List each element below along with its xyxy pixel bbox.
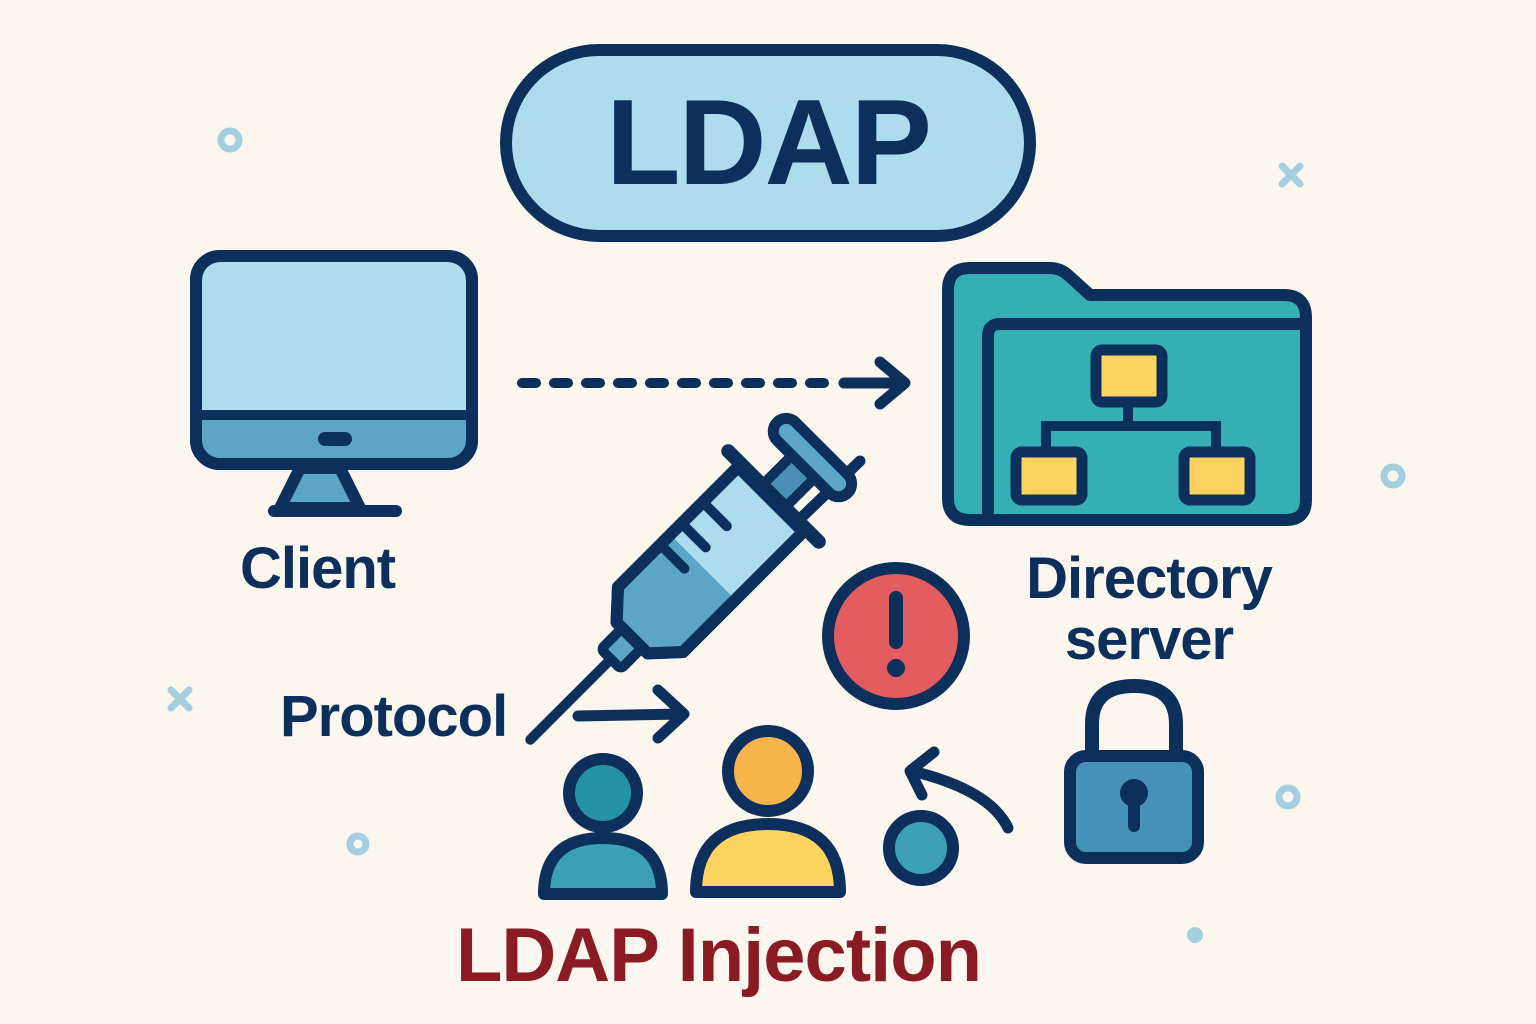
directory-server-label: Directory server bbox=[990, 548, 1308, 671]
folder-tree-icon bbox=[942, 262, 1312, 526]
directory-server-label-line1: Directory bbox=[1026, 546, 1273, 611]
protocol-arrow-icon bbox=[572, 684, 690, 744]
decor-cross-icon bbox=[167, 162, 1304, 712]
protocol-label: Protocol bbox=[280, 684, 508, 749]
ldap-injection-label: LDAP Injection bbox=[456, 913, 982, 998]
syringe-icon bbox=[525, 412, 858, 745]
padlock-icon bbox=[1064, 678, 1204, 864]
title-pill bbox=[500, 44, 1036, 242]
page-title: LDAP bbox=[605, 74, 932, 210]
dashed-arrow-icon bbox=[517, 356, 911, 410]
monitor-icon bbox=[190, 250, 478, 517]
curved-arrow-icon bbox=[904, 746, 1014, 834]
user-icon bbox=[538, 753, 668, 900]
client-label: Client bbox=[240, 536, 396, 601]
directory-server-label-line2: server bbox=[1064, 607, 1234, 673]
user-icon bbox=[690, 725, 846, 898]
decor-ring-icon bbox=[217, 127, 1406, 856]
warning-exclamation-icon bbox=[822, 562, 970, 710]
user-head-icon bbox=[883, 810, 959, 886]
decor-dot-icon bbox=[1187, 927, 1203, 943]
